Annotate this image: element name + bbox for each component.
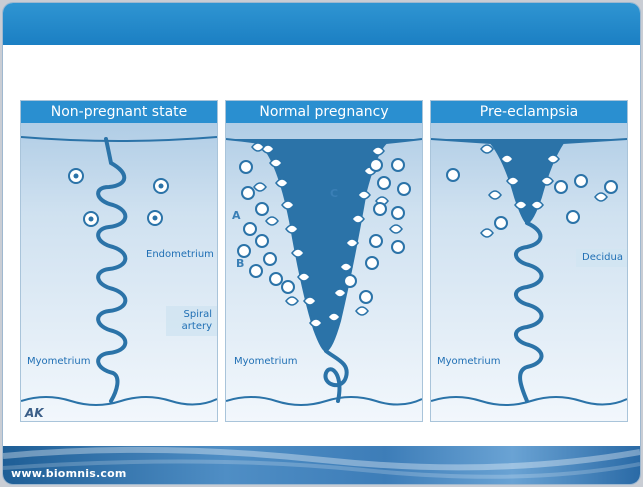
label-myometrium: Myometrium — [27, 356, 90, 368]
panel-title: Pre-eclampsia — [431, 101, 627, 123]
author-logo: AK — [25, 406, 44, 420]
label-c: C — [330, 187, 338, 200]
non-pregnant-illustration — [21, 101, 217, 421]
slide: Non-pregnant state Endometrium Spiral ar… — [3, 3, 640, 484]
label-decidua: Decidua — [576, 249, 628, 267]
label-a: A — [232, 209, 241, 222]
panel-pre-eclampsia: Pre-eclampsia Decidua Myometrium — [430, 100, 628, 422]
footer-url[interactable]: www.biomnis.com — [11, 467, 127, 480]
label-myometrium: Myometrium — [234, 356, 297, 368]
label-spiral-artery: Spiral artery — [166, 306, 218, 336]
panel-title: Non-pregnant state — [21, 101, 217, 123]
panel-title: Normal pregnancy — [226, 101, 422, 123]
footer: www.biomnis.com — [3, 446, 640, 484]
label-b: B — [236, 257, 244, 270]
panel-non-pregnant: Non-pregnant state Endometrium Spiral ar… — [20, 100, 218, 422]
panel-normal-pregnancy: Normal pregnancy A B C Myometrium — [225, 100, 423, 422]
title-bar — [3, 3, 640, 45]
normal-pregnancy-illustration — [226, 101, 422, 421]
label-myometrium: Myometrium — [437, 356, 500, 368]
label-endometrium: Endometrium — [146, 249, 214, 261]
